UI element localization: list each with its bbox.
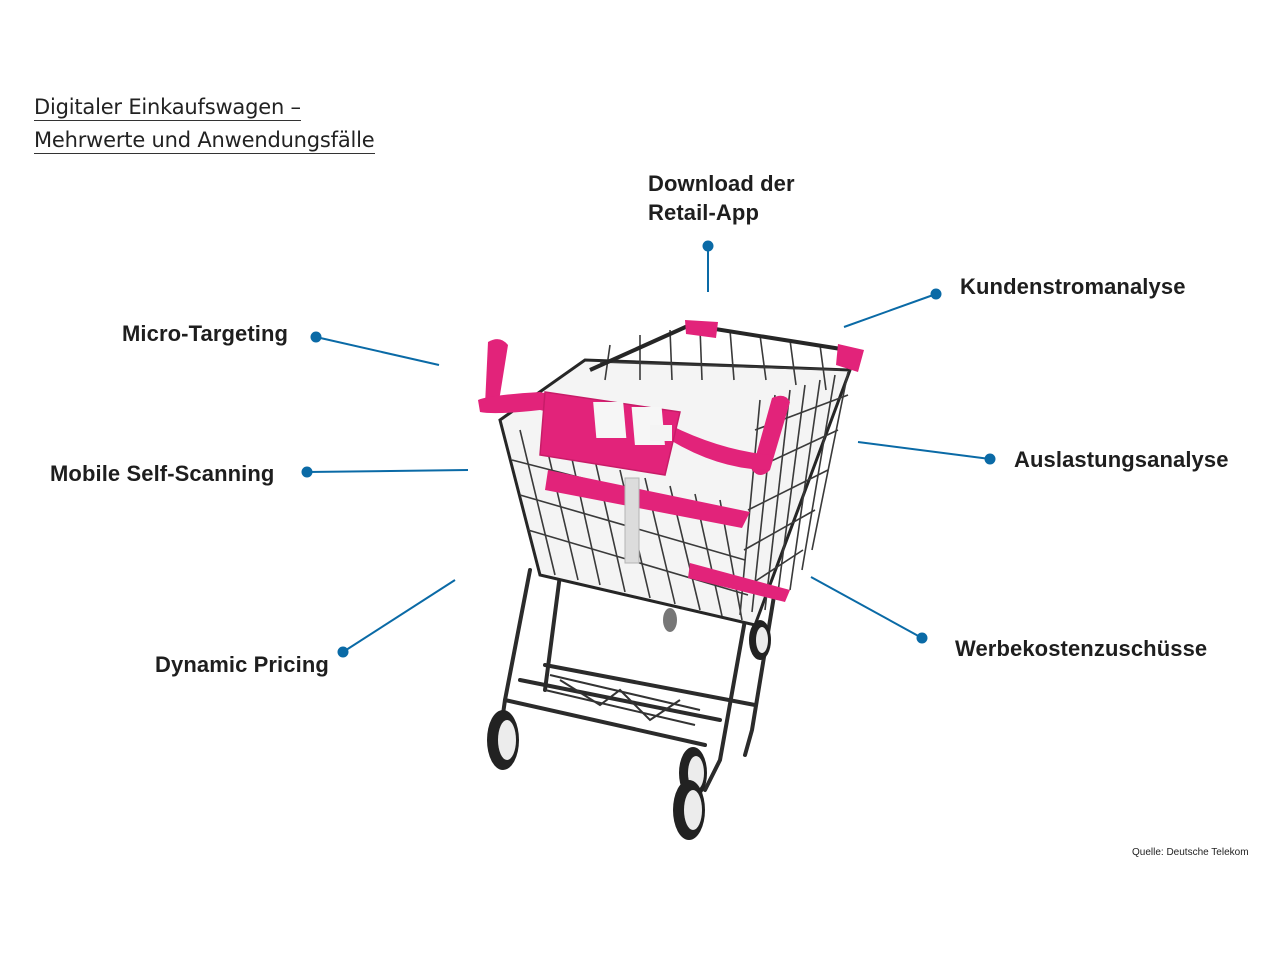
callout-kundenstromanalyse: Kundenstromanalyse — [960, 274, 1186, 299]
shopping-cart-icon — [478, 320, 864, 840]
connector-mobile-scanning — [301, 466, 469, 478]
wheels — [487, 608, 771, 840]
callout-mobile-self-scanning: Mobile Self-Scanning — [50, 461, 275, 486]
callout-download-retail-app: Download der Retail-App — [648, 169, 795, 227]
connector-lines — [301, 240, 996, 658]
title-line-2: Mehrwerte und Anwendungsfälle — [34, 128, 375, 154]
diagram-title: Digitaler Einkaufswagen – Mehrwerte und … — [34, 92, 375, 158]
callout-auslastungsanalyse: Auslastungsanalyse — [1014, 447, 1229, 472]
connector-kundenstrom — [843, 288, 942, 328]
callout-dynamic-pricing: Dynamic Pricing — [155, 652, 329, 677]
connector-auslastung — [857, 441, 996, 465]
callout-werbekostenzuschuesse: Werbekostenzuschüsse — [955, 636, 1208, 661]
connector-micro-targeting — [310, 331, 440, 366]
connector-download — [702, 240, 714, 292]
connector-dynamic-pricing — [337, 579, 456, 658]
callout-download-line-2: Retail-App — [648, 200, 759, 225]
callout-micro-targeting: Micro-Targeting — [122, 321, 289, 346]
callout-download-line-1: Download der — [648, 171, 795, 196]
source-note: Quelle: Deutsche Telekom — [1132, 847, 1249, 858]
connector-werbekosten — [810, 576, 928, 644]
title-line-1: Digitaler Einkaufswagen – — [34, 95, 301, 121]
